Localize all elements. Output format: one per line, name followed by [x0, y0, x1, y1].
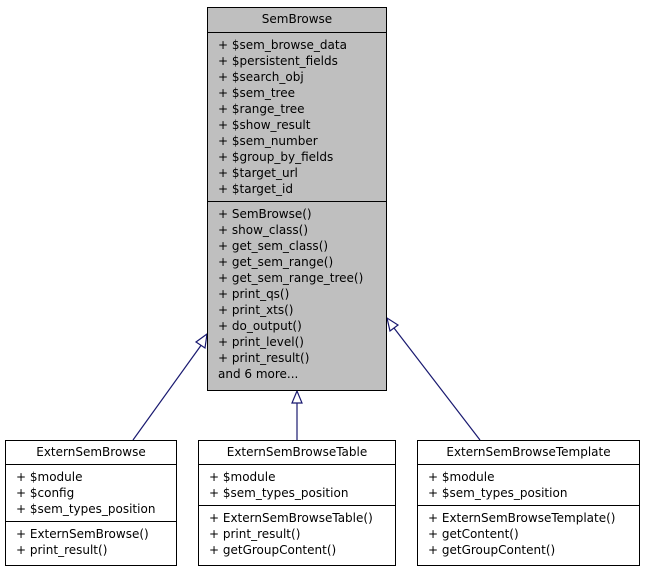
- method-item: + show_class(): [218, 223, 309, 237]
- methods-section: + ExternSemBrowseTemplate() + getContent(…: [418, 506, 639, 562]
- arrowhead-middle: [291, 389, 303, 404]
- method-item: + print_xts(): [218, 303, 294, 317]
- attribute-item: + $sem_types_position: [209, 486, 349, 500]
- attribute-item: + $show_result: [218, 118, 311, 132]
- method-item: + get_sem_range_tree(): [218, 271, 364, 285]
- method-item: + getContent(): [428, 527, 519, 541]
- attribute-item: + $sem_tree: [218, 86, 295, 100]
- attribute-item: + $sem_types_position: [428, 486, 568, 500]
- attribute-item: + $search_obj: [218, 70, 304, 84]
- attribute-item: + $config: [16, 486, 75, 500]
- methods-section: + SemBrowse() + show_class() + get_sem_cla…: [208, 202, 386, 386]
- method-item: + ExternSemBrowseTable(): [209, 511, 373, 525]
- arrowhead-left: [194, 332, 208, 350]
- attribute-item: + $module: [16, 470, 83, 484]
- method-item: + print_result(): [218, 351, 310, 365]
- method-item: and 6 more...: [218, 367, 299, 381]
- class-sembrowse: SemBrowse + $sem_browse_data + $persisten…: [207, 7, 387, 391]
- attributes-section: + $module + $config + $sem_types_position: [6, 465, 176, 522]
- attributes-section: + $sem_browse_data + $persistent_fields + …: [208, 33, 386, 202]
- attribute-item: + $sem_browse_data: [218, 38, 347, 52]
- method-item: + ExternSemBrowseTemplate(): [428, 511, 616, 525]
- method-item: + print_result(): [209, 527, 301, 541]
- method-item: + get_sem_class(): [218, 239, 329, 253]
- method-item: + do_output(): [218, 319, 302, 333]
- attributes-section: + $module + $sem_types_position: [418, 465, 639, 506]
- method-item: + ExternSemBrowse(): [16, 527, 149, 541]
- method-item: + getGroupContent(): [209, 543, 337, 557]
- method-item: + SemBrowse(): [218, 207, 312, 221]
- class-name: SemBrowse: [208, 8, 386, 33]
- methods-section: + ExternSemBrowseTable() + print_result()…: [199, 506, 395, 562]
- methods-section: + ExternSemBrowse() + print_result(): [6, 522, 176, 562]
- class-name: ExternSemBrowseTemplate: [418, 441, 639, 465]
- attribute-item: + $persistent_fields: [218, 54, 338, 68]
- attribute-item: + $target_id: [218, 182, 293, 196]
- attributes-section: + $module + $sem_types_position: [199, 465, 395, 506]
- edge-externsembrowse: [132, 343, 203, 441]
- class-externsembrowse: ExternSemBrowse + $module + $config + $sem…: [5, 440, 177, 566]
- method-item: + print_qs(): [218, 287, 290, 301]
- class-externsembrowsetable: ExternSemBrowseTable + $module + $sem_typ…: [198, 440, 396, 566]
- method-item: + get_sem_range(): [218, 255, 334, 269]
- attribute-item: + $sem_number: [218, 134, 318, 148]
- attribute-item: + $target_url: [218, 166, 298, 180]
- method-item: + print_result(): [16, 543, 108, 557]
- attribute-item: + $sem_types_position: [16, 502, 156, 516]
- edge-externsembrowsetemplate: [393, 327, 481, 441]
- class-name: ExternSemBrowse: [6, 441, 176, 465]
- class-name: ExternSemBrowseTable: [199, 441, 395, 465]
- method-item: + print_level(): [218, 335, 304, 349]
- class-externsembrowsetemplate: ExternSemBrowseTemplate + $module + $sem_…: [417, 440, 640, 566]
- attribute-item: + $range_tree: [218, 102, 305, 116]
- attribute-item: + $group_by_fields: [218, 150, 334, 164]
- attribute-item: + $module: [209, 470, 276, 484]
- method-item: + getGroupContent(): [428, 543, 556, 557]
- attribute-item: + $module: [428, 470, 495, 484]
- arrowhead-right: [386, 316, 400, 333]
